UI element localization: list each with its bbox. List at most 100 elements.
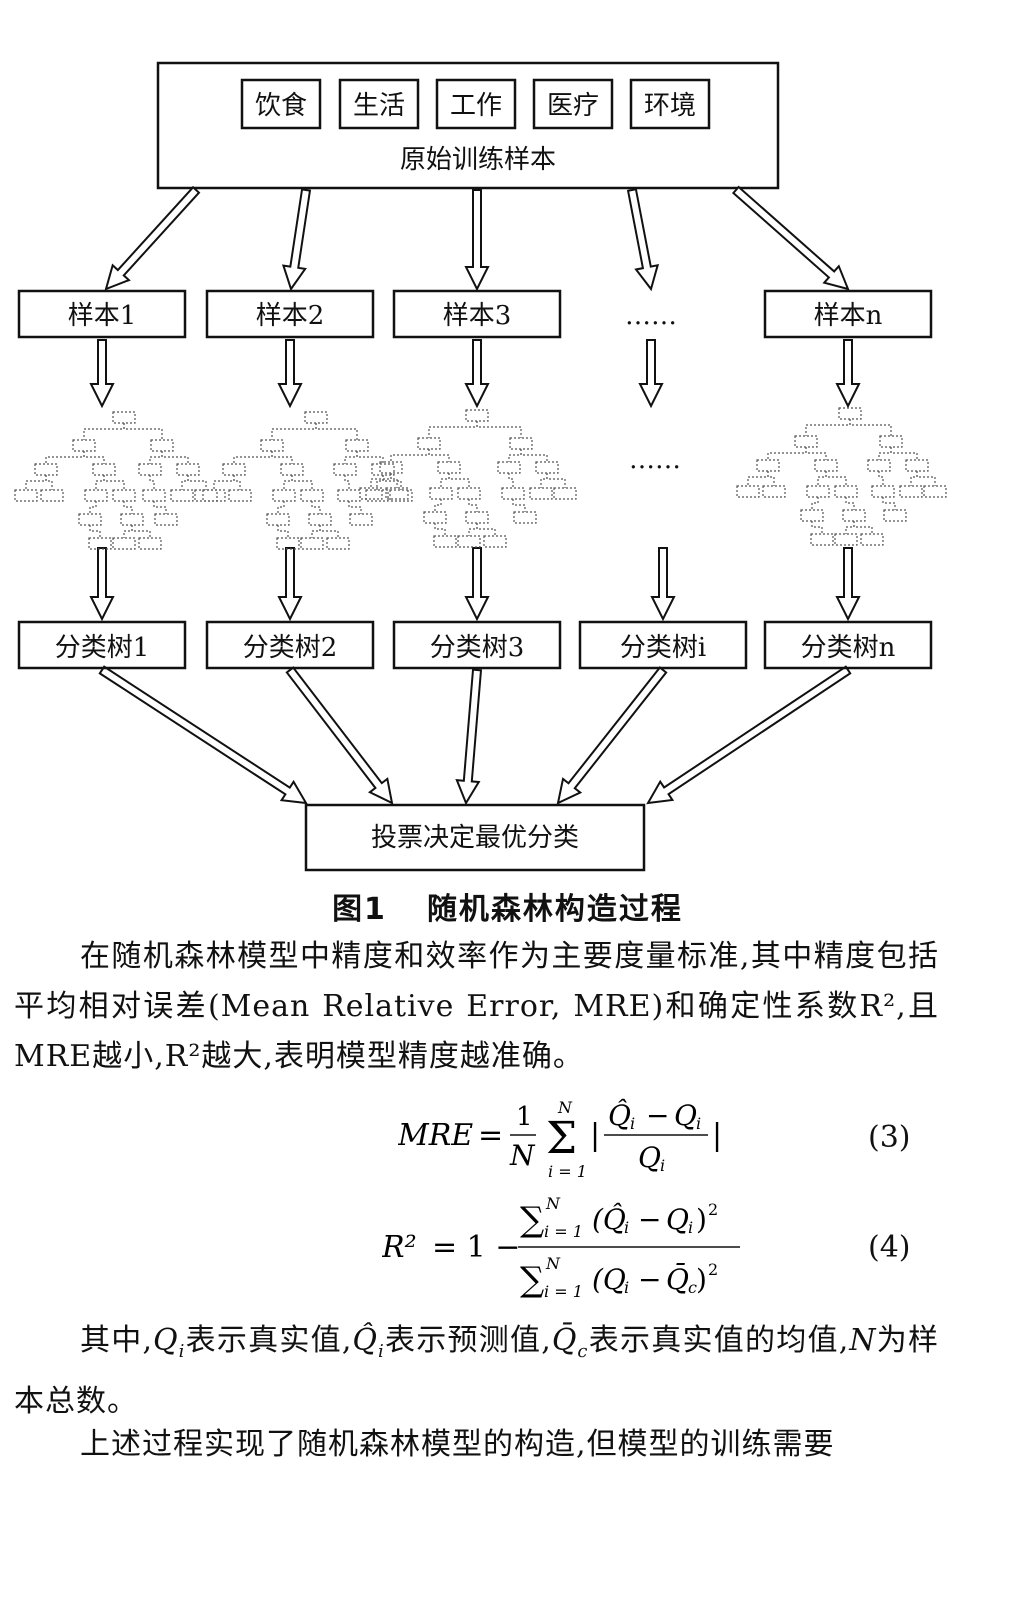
flow-arrow [464, 547, 490, 622]
flow-arrow [281, 188, 312, 292]
category-label: 饮食 [255, 91, 307, 121]
classification-tree-box [578, 620, 748, 670]
flow-arrow [556, 666, 668, 805]
sample-box [205, 289, 375, 339]
flow-arrow [650, 547, 676, 622]
flow-arrow [89, 339, 115, 409]
decision-tree-sketch [359, 409, 577, 548]
category-label: 环境 [644, 91, 696, 121]
svg-text:): ) [696, 1263, 707, 1296]
flow-arrow [835, 339, 861, 409]
flow-arrow [646, 665, 852, 805]
equation-4-number: (4) [868, 1230, 911, 1265]
category-label: 工作 [450, 91, 502, 121]
category-box [240, 78, 322, 130]
svg-text:i: i [630, 1114, 635, 1133]
category-box [338, 78, 420, 130]
svg-text:2: 2 [708, 1260, 718, 1279]
svg-text:∑: ∑ [520, 1200, 544, 1240]
flow-arrow [277, 547, 303, 622]
equals-sign: = [478, 1118, 503, 1153]
equation-mre: MRE = 1 N Σ N i = 1 | Q̂ i − Q i Q i | [397, 1095, 758, 1185]
decision-tree-sketch [202, 411, 413, 550]
flow-arrow [455, 668, 483, 806]
classification-tree-box [205, 620, 375, 670]
classification-tree-label: 分类树3 [430, 633, 525, 663]
sum-lower: i = 1 [548, 1162, 587, 1181]
flow-arrow [731, 185, 850, 291]
svg-text:−: − [638, 1263, 661, 1296]
svg-text:i = 1: i = 1 [544, 1222, 583, 1241]
fraction-numerator-one: 1 [516, 1102, 533, 1132]
sum-upper: N [557, 1098, 573, 1117]
sample-label: 样本n [814, 301, 883, 331]
equation-r2: R² = 1 − ∑ N i = 1 (Q̂ i − Q i ) 2 ∑ N i… [381, 1194, 762, 1305]
root-label: 原始训练样本 [400, 145, 556, 175]
svg-text:2: 2 [708, 1200, 718, 1219]
equation-3-number: (3) [868, 1120, 911, 1155]
category-label: 医疗 [547, 91, 599, 121]
svg-text:): ) [696, 1203, 707, 1236]
svg-text:∑: ∑ [520, 1260, 544, 1300]
classification-tree-label: 分类树1 [55, 633, 150, 663]
svg-text:i = 1: i = 1 [544, 1282, 583, 1301]
vote-label: 投票决定最优分类 [371, 823, 579, 853]
decision-tree-sketch [14, 411, 218, 550]
svg-text:(Q: (Q [592, 1263, 626, 1296]
equation-mre-lhs: MRE [398, 1118, 473, 1153]
flow-arrow [277, 339, 303, 409]
sample-box [763, 289, 933, 339]
sample-label: 样本2 [256, 301, 325, 331]
flow-arrow [835, 547, 861, 622]
figure-number: 图1 [332, 892, 387, 927]
flow-arrow [285, 666, 394, 805]
equation-r2-graphic: R² = 1 − ∑ N i = 1 (Q̂ i − Q i ) 2 ∑ N i… [381, 1194, 740, 1301]
svg-text:i: i [688, 1218, 693, 1237]
classification-tree-label: 分类树i [620, 633, 706, 663]
category-box [532, 78, 614, 130]
svg-text:Q: Q [638, 1141, 661, 1174]
abs-left: | [590, 1118, 600, 1153]
paragraph-metrics: 在随机森林模型中精度和效率作为主要度量标准,其中精度包括平均相对误差(Mean … [14, 939, 939, 1074]
svg-text:−: − [646, 1099, 669, 1132]
sample-box [392, 289, 562, 339]
svg-text:−: − [638, 1203, 661, 1236]
paragraph-definitions: 其中,Qi表示真实值,Q̂i表示预测值,Q̄c表示真实值的均值,N为样本总数。 [14, 1323, 940, 1419]
root-box [156, 61, 780, 190]
category-label: 生活 [353, 91, 405, 121]
equation-mre-graphic: MRE = 1 N Σ N i = 1 | Q̂ i − Q i Q i | [397, 1098, 722, 1181]
equation-r2-lhs: R² [382, 1230, 417, 1265]
svg-text:(Q̂: (Q̂ [592, 1203, 626, 1236]
svg-text:N: N [545, 1254, 561, 1273]
flow-arrow [89, 547, 115, 622]
svg-text:i: i [624, 1218, 629, 1237]
svg-text:N: N [545, 1195, 561, 1213]
svg-text:i: i [696, 1114, 701, 1133]
sample-label: 样本3 [443, 301, 512, 331]
sample-label: …… [625, 301, 677, 331]
classification-tree-box [392, 620, 562, 670]
classification-tree-box [763, 620, 933, 670]
svg-text:Q̄: Q̄ [666, 1262, 689, 1296]
tree-ellipsis: …… [629, 445, 681, 475]
classification-tree-box [17, 620, 187, 670]
category-box [435, 78, 517, 130]
flow-arrow [98, 665, 308, 805]
sample-box [17, 289, 187, 339]
vote-box [304, 803, 646, 872]
flow-arrow [464, 189, 490, 292]
figure-title: 随机森林构造过程 [426, 892, 683, 927]
fraction-denominator-n: N [509, 1139, 536, 1172]
svg-text:i: i [660, 1156, 665, 1175]
svg-text:c: c [688, 1278, 697, 1297]
svg-text:i: i [624, 1278, 629, 1297]
decision-tree-sketch [736, 407, 947, 546]
classification-tree-label: 分类树n [801, 633, 896, 663]
svg-text:Q: Q [674, 1099, 697, 1132]
q-hat: Q̂ [608, 1099, 631, 1132]
abs-right: | [712, 1118, 722, 1153]
paragraph-continuation: 上述过程实现了随机森林模型的构造,但模型的训练需要 [80, 1427, 835, 1462]
flow-arrow [626, 188, 660, 292]
flow-arrow [104, 185, 201, 291]
